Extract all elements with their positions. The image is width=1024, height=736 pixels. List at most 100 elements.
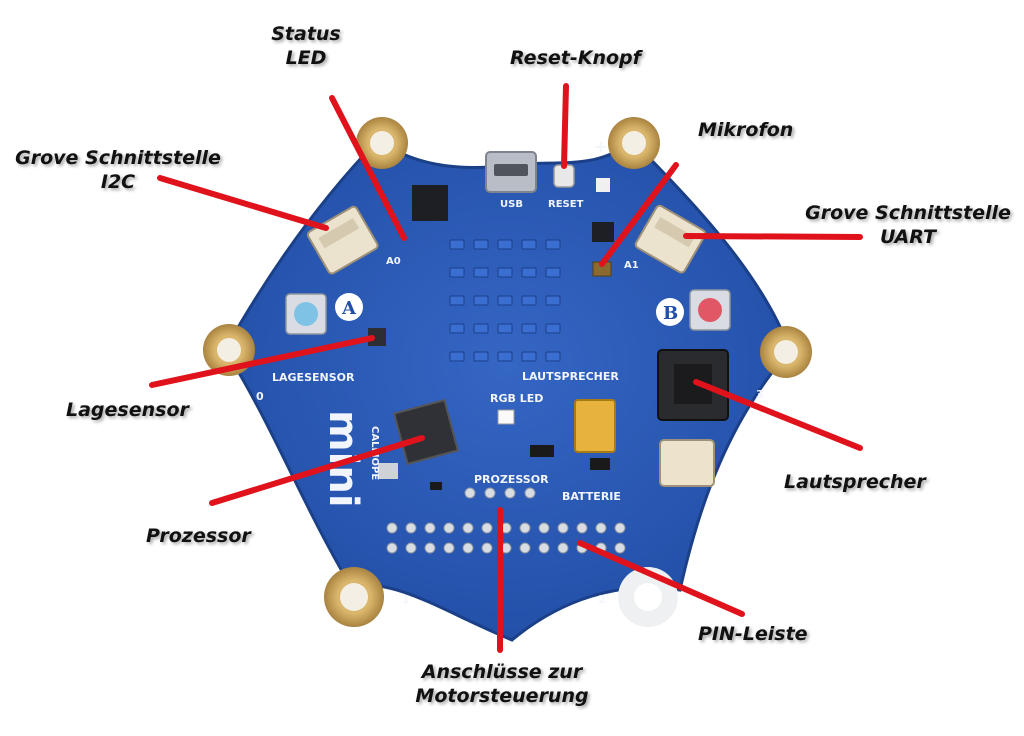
mounting-pad bbox=[622, 131, 646, 155]
mounting-pad bbox=[340, 583, 368, 611]
led-matrix-cell bbox=[497, 323, 513, 334]
callout-pin-header-text: PIN-Leiste bbox=[698, 623, 808, 645]
pin-header-hole bbox=[614, 542, 626, 554]
pin-header-hole bbox=[424, 522, 436, 534]
battery-connector bbox=[659, 439, 715, 487]
position-sensor-chip bbox=[368, 328, 386, 346]
callout-reset-button: Reset-Knopf bbox=[510, 46, 641, 70]
silk-a1: A1 bbox=[624, 260, 639, 271]
motor-connector-hole bbox=[524, 487, 536, 499]
silk-pin-3: 3 bbox=[756, 388, 764, 401]
led-matrix-cell bbox=[473, 351, 489, 362]
pin-header-hole bbox=[462, 542, 474, 554]
led-matrix-cell bbox=[521, 323, 537, 334]
callout-microphone: Mikrofon bbox=[698, 118, 793, 142]
silk-pin-2: 2 bbox=[598, 593, 606, 606]
silk-plus: + bbox=[594, 137, 607, 156]
callout-speaker-text: Lautsprecher bbox=[784, 471, 926, 493]
pin-header-hole bbox=[595, 522, 607, 534]
silk-lautsprecher: LAUTSPRECHER bbox=[522, 370, 619, 383]
motor-connector-hole bbox=[484, 487, 496, 499]
callout-processor-text: Prozessor bbox=[146, 525, 251, 547]
silk-rgb-led: RGB LED bbox=[490, 392, 543, 405]
callout-line-status-led bbox=[329, 95, 407, 241]
led-matrix-cell bbox=[521, 239, 537, 250]
motor-connector-hole bbox=[504, 487, 516, 499]
callout-line-lautsprecher bbox=[693, 379, 863, 451]
led-matrix-cell bbox=[497, 239, 513, 250]
led-matrix-cell bbox=[545, 323, 561, 334]
silk-pin-1: 1 bbox=[402, 593, 410, 606]
led-matrix-cell bbox=[497, 351, 513, 362]
motor-connector-holes bbox=[464, 487, 536, 499]
callout-line-grove-i2c bbox=[157, 175, 329, 231]
callout-grove-i2c-line1: Grove Schnittstelle bbox=[15, 147, 221, 169]
led-matrix-cell bbox=[545, 239, 561, 250]
led-matrix-cell bbox=[449, 295, 465, 306]
mounting-pad bbox=[774, 340, 798, 364]
callout-lines bbox=[149, 83, 863, 653]
grove-uart-connector bbox=[634, 204, 707, 274]
led-matrix-cell bbox=[473, 323, 489, 334]
pin-header-hole bbox=[519, 542, 531, 554]
pin-header-hole bbox=[405, 542, 417, 554]
mounting-pads bbox=[203, 117, 812, 627]
silk-reset: RESET bbox=[548, 199, 584, 210]
callout-line-lagesensor bbox=[149, 335, 375, 388]
mounting-pad bbox=[370, 131, 394, 155]
callout-grove-i2c: Grove Schnittstelle I2C bbox=[10, 146, 226, 194]
silk-prozessor: PROZESSOR bbox=[474, 473, 549, 486]
pin-header-hole bbox=[443, 542, 455, 554]
led-matrix-cell bbox=[449, 239, 465, 250]
led-matrix-cell bbox=[545, 267, 561, 278]
mounting-pad bbox=[217, 338, 241, 362]
pin-header-hole bbox=[424, 542, 436, 554]
callout-motor-connectors: Anschlüsse zur Motorsteuerung bbox=[396, 660, 608, 708]
led-matrix-cell bbox=[449, 351, 465, 362]
callout-grove-uart-line2: UART bbox=[879, 226, 937, 248]
callout-position-sensor-text: Lagesensor bbox=[66, 399, 189, 421]
processor-chip bbox=[392, 398, 460, 466]
silk-pin-0: 0 bbox=[256, 390, 264, 403]
silk-lagesensor: LAGESENSOR bbox=[272, 371, 355, 384]
pin-header-hole bbox=[557, 522, 569, 534]
pin-header-hole bbox=[614, 522, 626, 534]
silk-a0: A0 bbox=[386, 256, 401, 267]
led-matrix-cell bbox=[473, 239, 489, 250]
pin-header-hole bbox=[519, 522, 531, 534]
button-b-letter: B bbox=[663, 303, 678, 324]
mounting-pad bbox=[634, 583, 662, 611]
callout-pin-header: PIN-Leiste bbox=[698, 622, 808, 646]
led-matrix-cell bbox=[497, 295, 513, 306]
callout-grove-uart-line1: Grove Schnittstelle bbox=[805, 202, 1011, 224]
callout-speaker: Lautsprecher bbox=[784, 470, 926, 494]
led-matrix bbox=[449, 239, 561, 362]
pin-header-hole bbox=[557, 542, 569, 554]
small-chip bbox=[592, 222, 614, 242]
callout-motor-connectors-line1: Anschlüsse zur bbox=[421, 661, 583, 683]
callout-position-sensor: Lagesensor bbox=[66, 398, 189, 422]
pin-header-hole bbox=[386, 522, 398, 534]
pin-header-hole bbox=[462, 522, 474, 534]
button-a-letter: A bbox=[341, 298, 357, 319]
rgb-led-component bbox=[497, 409, 515, 425]
callout-grove-uart: Grove Schnittstelle UART bbox=[800, 201, 1016, 249]
callout-microphone-text: Mikrofon bbox=[698, 119, 794, 141]
silk-batterie: BATTERIE bbox=[562, 490, 621, 503]
silk-usb: USB bbox=[500, 199, 523, 210]
usb-controller-chip bbox=[412, 185, 448, 221]
callout-reset-button-text: Reset-Knopf bbox=[510, 47, 641, 69]
callout-line-reset bbox=[561, 83, 569, 169]
pin-header-hole bbox=[481, 542, 493, 554]
led-matrix-cell bbox=[521, 267, 537, 278]
led-matrix-cell bbox=[521, 295, 537, 306]
callout-line-grove-uart bbox=[683, 233, 863, 240]
pin-header-hole bbox=[405, 522, 417, 534]
capacitor bbox=[574, 399, 616, 453]
led-matrix-cell bbox=[545, 295, 561, 306]
small-chip bbox=[596, 178, 610, 192]
pin-header-hole bbox=[386, 542, 398, 554]
led-matrix-cell bbox=[449, 267, 465, 278]
callout-grove-i2c-line2: I2C bbox=[100, 171, 136, 193]
pin-header-hole bbox=[538, 542, 550, 554]
